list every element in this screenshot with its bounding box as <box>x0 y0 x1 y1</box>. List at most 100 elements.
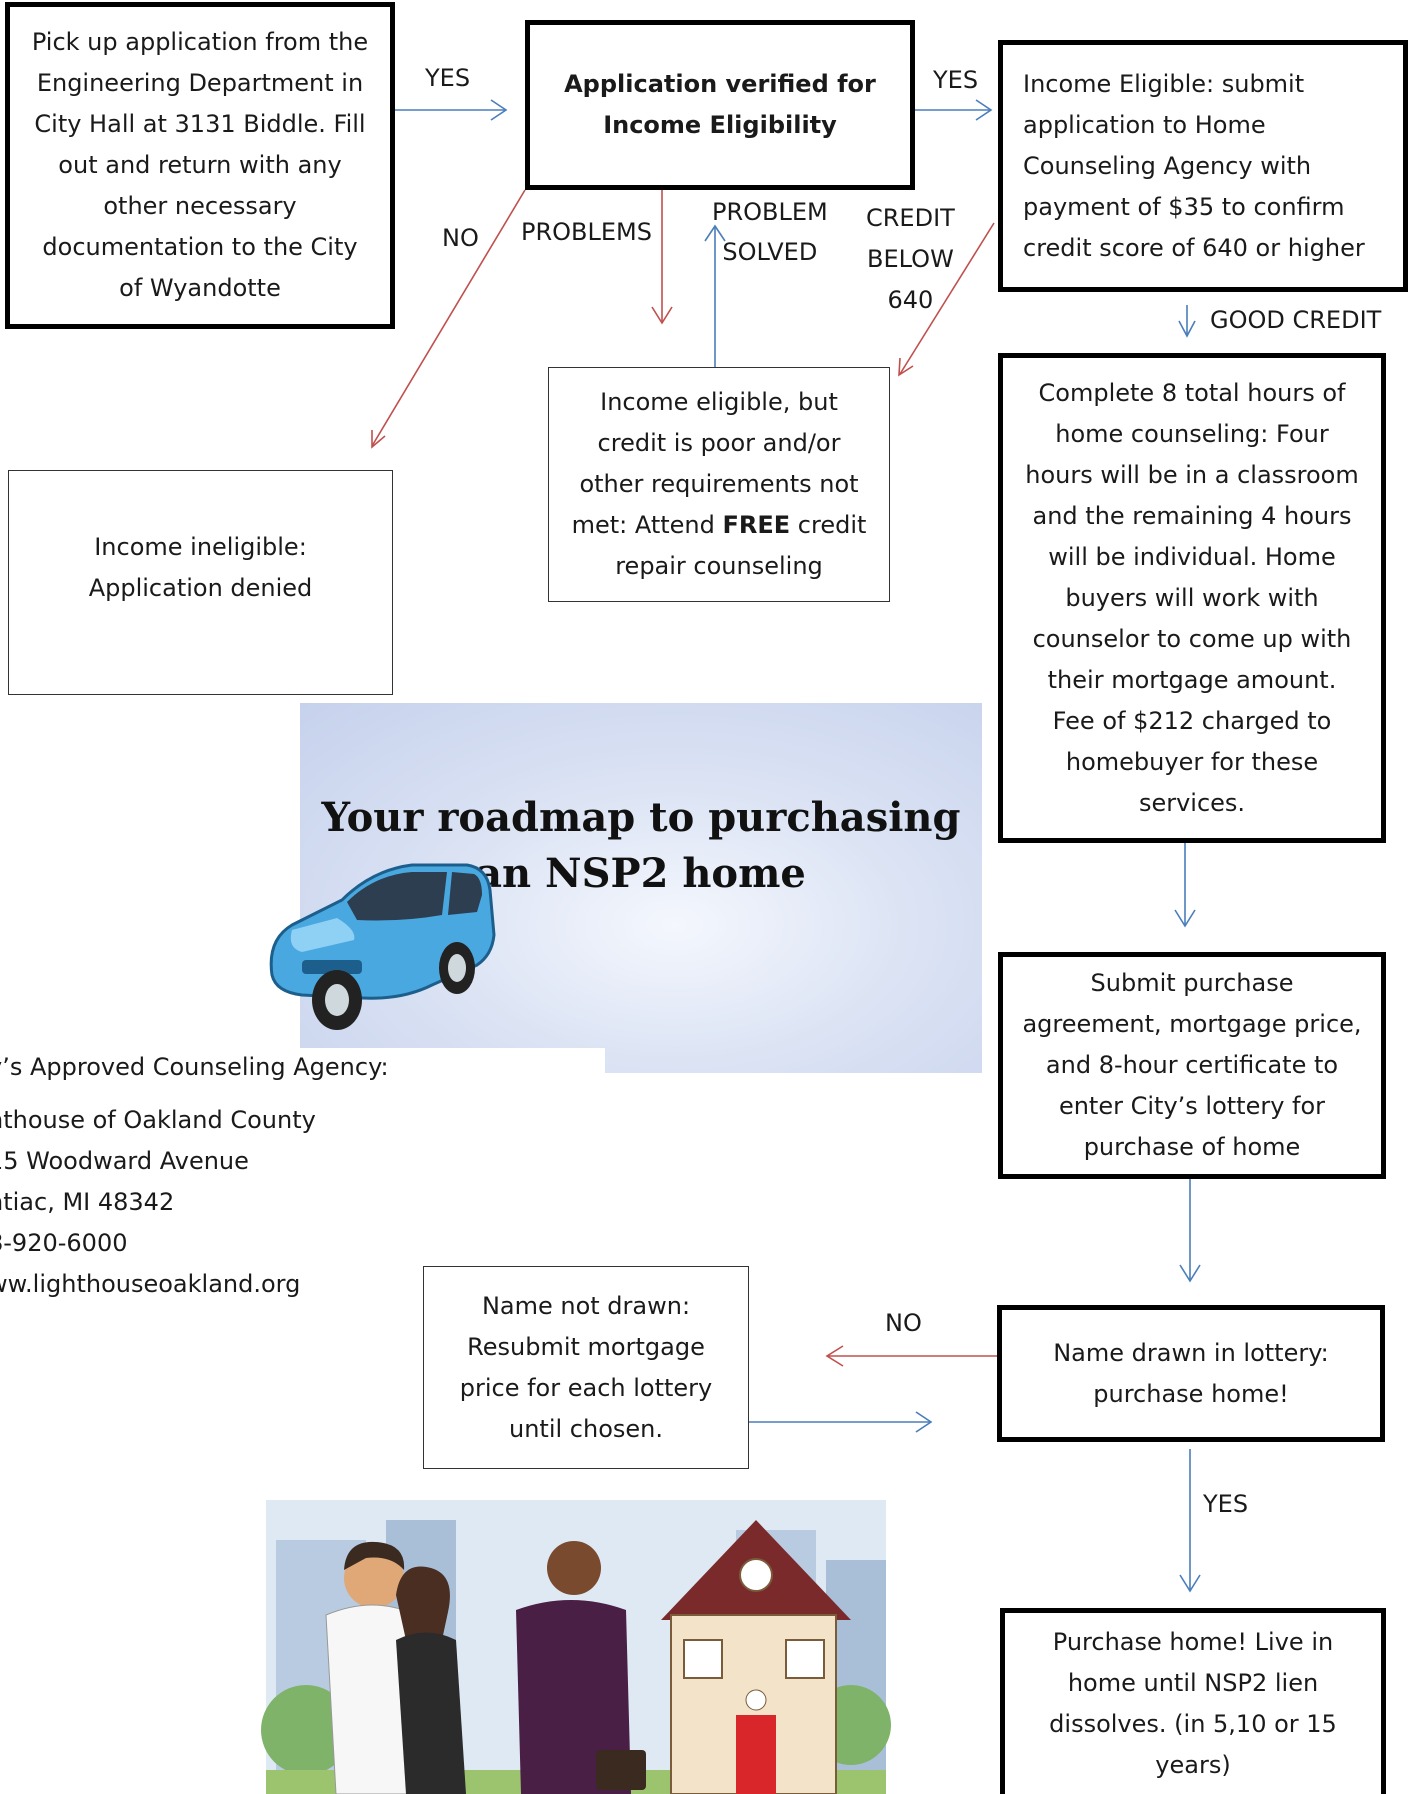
box-line: repair counseling <box>615 552 823 580</box>
income-eligible-box: Income Eligible: submit application to H… <box>998 40 1408 292</box>
credit-below-label: CREDIT BELOW 640 <box>866 198 955 321</box>
label-line: CREDIT <box>866 204 955 232</box>
box-line: dissolves. (in 5,10 or 15 <box>1049 1709 1337 1738</box>
free-emphasis: FREE <box>722 511 791 539</box>
box-line: price for each lottery <box>459 1373 713 1402</box>
arrowhead <box>825 1345 844 1367</box>
yes-label: YES <box>425 64 471 92</box>
red-arrows <box>371 189 997 1367</box>
box-line: Application verified for <box>564 70 876 98</box>
box-line: Income Eligibility <box>603 111 837 139</box>
home-counseling-box: Complete 8 total hours of home counselin… <box>998 353 1386 843</box>
title-line: Your roadmap to purchasing <box>321 794 961 841</box>
box-line: other necessary <box>103 192 297 220</box>
box-line: purchase home! <box>1093 1379 1289 1408</box>
arrowhead <box>490 99 508 121</box>
agency-name: hthouse of Oakland County <box>0 1106 316 1134</box>
credit-below-arrow <box>899 222 995 375</box>
arrowhead <box>704 224 726 242</box>
box-line: Resubmit mortgage <box>467 1332 705 1361</box>
yes-label: YES <box>1203 1490 1249 1518</box>
box-line: documentation to the City <box>42 233 358 261</box>
box-line: and 8-hour certificate to <box>1045 1051 1339 1079</box>
title-line: an NSP2 home <box>476 850 806 897</box>
box-line: will be individual. Home <box>1048 542 1336 571</box>
box-line: until chosen. <box>509 1414 663 1443</box>
box-line: agreement, mortgage price, <box>1022 1010 1362 1038</box>
box-line: years) <box>1155 1750 1231 1779</box>
box-line: enter City’s lottery for <box>1058 1092 1326 1120</box>
homebuyers-illustration <box>261 1500 891 1794</box>
arrowhead <box>898 357 914 377</box>
box-line: Complete 8 total hours of <box>1038 378 1346 407</box>
banner-notch <box>300 1048 605 1078</box>
arrowhead <box>975 99 993 121</box>
box-line: their mortgage amount. <box>1047 665 1337 694</box>
application-verified-box: Application verified for Income Eligibil… <box>525 20 915 190</box>
submit-purchase-box: Submit purchase agreement, mortgage pric… <box>998 952 1386 1179</box>
box-line: Application denied <box>88 573 313 602</box>
box-line: City Hall at 3131 Biddle. Fill <box>34 110 366 138</box>
pickup-application-box: Pick up application from the Engineering… <box>5 2 395 329</box>
no-label: NO <box>885 1309 922 1337</box>
counseling-agency-info: y’s Approved Counseling Agency: hthouse … <box>0 1047 401 1305</box>
box-line: Fee of $212 charged to <box>1052 706 1332 735</box>
box-line: home until NSP2 lien <box>1067 1668 1319 1697</box>
box-line: hours will be in a classroom <box>1025 460 1359 489</box>
income-ineligible-box: Income ineligible: Application denied <box>8 470 393 695</box>
purchase-home-box: Purchase home! Live in home until NSP2 l… <box>1000 1608 1386 1794</box>
box-line: of Wyandotte <box>119 274 281 302</box>
box-line: Counseling Agency with <box>1023 151 1312 180</box>
box-line: credit is poor and/or <box>597 429 841 457</box>
box-line: other requirements not <box>579 470 859 498</box>
arrowhead <box>1178 320 1196 338</box>
no-arrow <box>371 189 526 447</box>
box-line: Pick up application from the <box>31 28 369 56</box>
box-line: Income Eligible: submit <box>1023 69 1305 98</box>
box-line: payment of $35 to confirm <box>1023 192 1345 221</box>
agency-phone: 8-920-6000 <box>0 1229 128 1257</box>
box-line: Name not drawn: <box>481 1291 691 1320</box>
credit-repair-box: Income eligible, but credit is poor and/… <box>548 367 890 602</box>
label-line: 640 <box>887 286 934 314</box>
text-segment: credit <box>790 511 867 539</box>
box-line: Submit purchase <box>1090 969 1294 997</box>
box-line: Income eligible, but <box>600 388 838 416</box>
arrowhead <box>1174 909 1196 928</box>
agency-city: ntiac, MI 48342 <box>0 1188 175 1216</box>
arrowhead <box>1179 1574 1201 1593</box>
box-line: home counseling: Four <box>1055 419 1329 448</box>
yes-label: YES <box>933 66 979 94</box>
text-segment: met: Attend <box>571 511 723 539</box>
arrowhead <box>371 430 386 449</box>
arrowhead <box>915 1411 933 1433</box>
box-line: buyers will work with <box>1065 583 1319 612</box>
no-label: NO <box>442 224 479 252</box>
banner-title: Your roadmap to purchasing an NSP2 home <box>300 790 982 902</box>
arrowhead <box>1179 1264 1201 1283</box>
box-line: Engineering Department in <box>36 69 364 97</box>
label-line: PROBLEM <box>712 198 828 226</box>
good-credit-label: GOOD CREDIT <box>1210 306 1382 334</box>
box-line: application to Home <box>1023 110 1266 139</box>
agency-street: 15 Woodward Avenue <box>0 1147 249 1175</box>
arrowhead <box>651 306 673 325</box>
name-not-drawn-box: Name not drawn: Resubmit mortgage price … <box>423 1266 749 1469</box>
label-line: BELOW <box>867 245 954 273</box>
box-line: Purchase home! Live in <box>1052 1627 1334 1656</box>
label-line: SOLVED <box>722 238 818 266</box>
box-line: counselor to come up with <box>1032 624 1352 653</box>
box-line: met: Attend FREE credit <box>572 505 867 546</box>
box-line: credit score of 640 or higher <box>1023 233 1365 262</box>
box-line: out and return with any <box>58 151 342 179</box>
box-line: homebuyer for these <box>1065 747 1319 776</box>
box-line: Income ineligible: <box>94 532 307 561</box>
agency-heading: y’s Approved Counseling Agency: <box>0 1053 389 1081</box>
box-line: Name drawn in lottery: <box>1053 1338 1329 1367</box>
car-illustration <box>269 863 496 1030</box>
name-drawn-box: Name drawn in lottery: purchase home! <box>997 1305 1385 1442</box>
agency-website: ww.lighthouseoakland.org <box>0 1270 301 1298</box>
problems-label: PROBLEMS <box>521 218 652 246</box>
problem-solved-label: PROBLEM SOLVED <box>712 192 828 272</box>
